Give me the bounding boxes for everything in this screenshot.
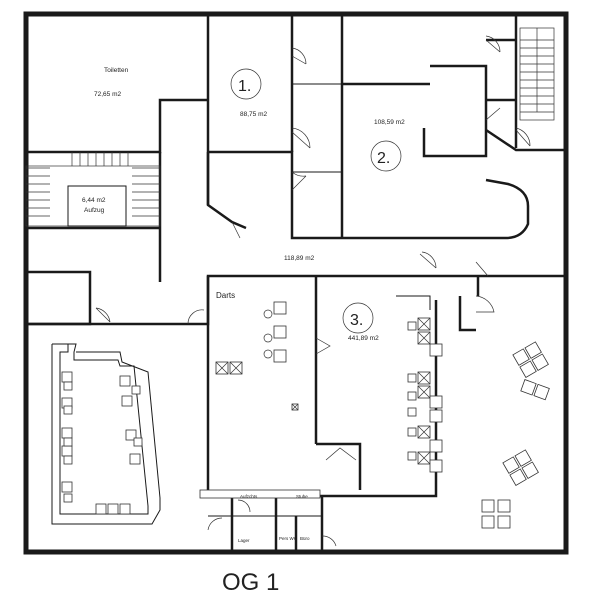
corridor-area: 118,89 m2 [284,255,315,262]
stairs-left [25,152,161,227]
wc-2-label: Büro [300,536,310,541]
interior-walls [25,14,566,552]
darts-machines [215,301,299,411]
office-1-area: 88,75 m2 [240,111,267,118]
darts-name: Darts [216,291,235,300]
elevator-area: 6,44 m2 [82,197,106,204]
gaming-machines [407,317,443,473]
hall-3-area: 441,89 m2 [348,335,379,342]
service-counter-label: Aufzchts [240,494,258,499]
floor-label: OG 1 [222,569,279,596]
bar-counter [51,343,161,525]
elevator-name: Aufzug [84,207,105,214]
stairs-right [519,27,555,121]
toilets-area: 72,65 m2 [94,91,121,98]
wc-1-label: Pers WC [279,536,298,541]
toilets-name: Toiletten [104,67,129,74]
room-number-circles [230,68,402,334]
office-2-number: 2. [377,150,390,167]
office-2-area: 108,59 m2 [374,119,405,126]
lounge-furniture [481,341,550,529]
hall-3-number: 3. [350,312,363,329]
storage-label: Lager [238,538,250,543]
room-labels: Toiletten 72,65 m2 6,44 m2 Aufzug 1. 88,… [82,67,405,543]
service-counter [199,489,321,499]
stairs-small-label: Stuhe [296,494,308,499]
door-swings [95,35,531,547]
office-1-number: 1. [238,78,251,95]
